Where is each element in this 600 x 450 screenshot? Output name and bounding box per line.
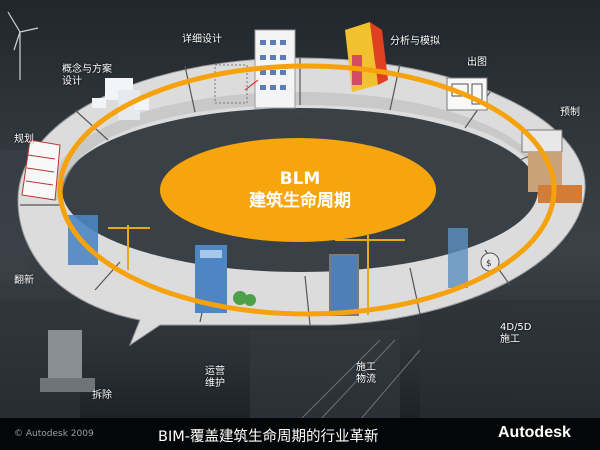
stage-label-concept-line2: 设计 (62, 76, 82, 87)
stage-label-renovation: 翻新 (14, 275, 34, 286)
ring-note-label: 可视化 (288, 110, 307, 117)
center-title-line2: 建筑生命周期 (249, 191, 351, 211)
center-title: BLM 建筑生命周期 (180, 168, 420, 212)
svg-text:$: $ (486, 259, 492, 269)
stage-label-prefab: 预制 (560, 107, 580, 118)
stage-label-concept: 概念与方案 设计 (62, 64, 112, 88)
construction-tower-crane: $ (448, 228, 500, 288)
stage-label-operation-line1: 运营 (205, 366, 225, 377)
planning-document (21, 139, 61, 201)
stage-label-construction-line1: 4D/5D (500, 322, 532, 333)
wind-turbine-icon (7, 11, 39, 80)
rail-tracks (299, 339, 421, 421)
autodesk-logo: Autodesk (498, 424, 571, 441)
stage-label-detail: 详细设计 (182, 34, 222, 45)
footer-bar (0, 418, 600, 450)
highlight-ring (57, 63, 557, 317)
stage-label-logistics-line2: 物流 (356, 374, 376, 385)
operation-building (195, 245, 256, 313)
stage-label-planning: 规划 (14, 134, 34, 145)
footer-copyright: © Autodesk 2009 (14, 429, 94, 439)
footer-title: BIM-覆盖建筑生命周期的行业革新 (158, 429, 379, 445)
stage-label-concept-line1: 概念与方案 (62, 64, 112, 75)
stage-label-logistics-line1: 施工 (356, 362, 376, 373)
stage-label-logistics: 施工 物流 (356, 362, 376, 386)
stage-label-demolition: 拆除 (92, 390, 112, 401)
center-ellipse (160, 138, 436, 242)
stage-label-analysis: 分析与模拟 (390, 36, 440, 47)
stage-label-construction-line2: 施工 (500, 334, 520, 345)
demolition-rubble (40, 330, 95, 392)
stage-label-drawing: 出图 (467, 57, 487, 68)
stage-label-construction: 4D/5D 施工 (500, 322, 532, 346)
center-title-line1: BLM (279, 169, 321, 189)
analysis-heatmap-building (345, 22, 388, 92)
stage-label-operation-line2: 维护 (205, 378, 225, 389)
stage-label-operation: 运营 维护 (205, 366, 225, 390)
